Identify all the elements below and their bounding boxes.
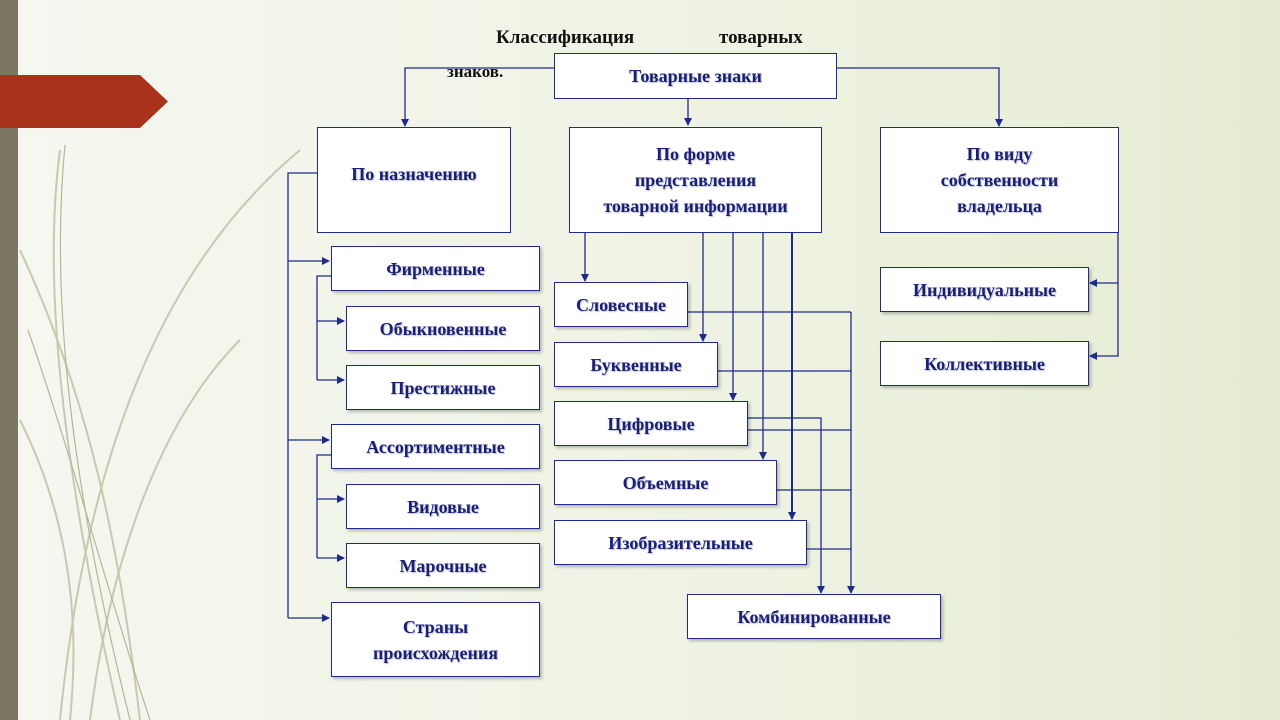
form-volume-box: Объемные: [554, 460, 777, 505]
ownership-individual-box: Индивидуальные: [880, 267, 1089, 312]
category-purpose-box: По назначению: [317, 127, 511, 233]
purpose-firm-box: Фирменные: [331, 246, 540, 291]
purpose-origin-box: Страны происхождения: [331, 602, 540, 677]
purpose-ordinary-box: Обыкновенные: [346, 306, 540, 351]
form-letter-box: Буквенные: [554, 342, 718, 387]
category-ownership-box: По виду собственности владельца: [880, 127, 1119, 233]
left-stripe: [0, 0, 18, 720]
form-combined-box: Комбинированные: [687, 594, 941, 639]
form-pictorial-box: Изобразительные: [554, 520, 807, 565]
form-digital-box: Цифровые: [554, 401, 748, 446]
ownership-collective-box: Коллективные: [880, 341, 1089, 386]
decorative-grass-curves: [19, 144, 301, 720]
heading-word-signs: знаков.: [447, 62, 504, 81]
accent-arrow-shape: [0, 75, 168, 128]
purpose-species-box: Видовые: [346, 484, 540, 529]
category-form-box: По форме представления товарной информац…: [569, 127, 822, 233]
root-trademarks-box: Товарные знаки: [554, 53, 837, 99]
form-verbal-box: Словесные: [554, 282, 688, 327]
heading-word-trademark: товарных: [719, 27, 803, 48]
purpose-assortment-box: Ассортиментные: [331, 424, 540, 469]
purpose-prestige-box: Престижные: [346, 365, 540, 410]
purpose-brand-box: Марочные: [346, 543, 540, 588]
heading-word-classification: Классификация: [496, 27, 635, 48]
